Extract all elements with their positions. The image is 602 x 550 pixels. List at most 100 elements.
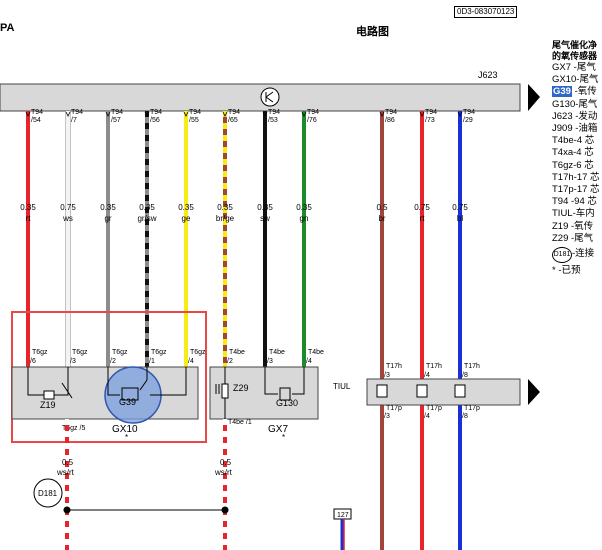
legend-title-2: 的氧传感器 [552,51,598,61]
t17h-1-name: T17h [386,363,402,370]
wire-8-gauge: 0.35 [296,203,312,212]
wire-1-pin-number: /54 [31,117,41,124]
legend-code: TIUL [552,208,573,220]
legend-text: -尾气 [576,74,599,86]
legend-text: -连接 [572,248,595,260]
t17p-1-pin: /3 [384,413,390,420]
legend-item: T4be-4 芯 [552,135,602,147]
wire-2-pin-number: /7 [71,117,77,124]
legend-code: * [552,265,556,277]
bottom-wire-2-color: ws/rt [214,468,233,477]
tiul-continue-arrow-icon [528,379,540,405]
legend-text: -车内 [572,208,595,220]
t4be-1-pin: /2 [227,358,233,365]
legend-code: G130 [552,98,576,110]
g39-label: G39 [119,397,136,407]
bottom-wire-1-gauge: 0.5 [62,458,74,467]
gx7-label: GX7 [268,424,288,435]
legend-text: -17 芯 [573,184,600,196]
wire-8-color-code: gn [300,214,309,223]
legend-item: T4xa-4 芯 [552,147,602,159]
wire-11-gauge: 0.75 [452,203,468,212]
wire-7-pin-number: /53 [268,117,278,124]
wire-10-pin-name: T94 [425,109,437,116]
gx10-internal-wiring [27,367,187,401]
wire-group: T94/540.35rtT94/70.75wsT94/570.35grT94/5… [20,109,475,550]
ground-symbol-icon [260,87,280,107]
t6gz-2-name: T6gz [72,349,88,356]
legend-code: T17h [552,171,574,183]
legend-item: GX7 -尾气 [552,62,602,74]
legend-text: -发动 [572,110,598,122]
legend-text: -尾气 [568,232,594,244]
t17h-2-pin: /4 [424,372,430,379]
tiul-housing [366,378,521,406]
t6gz-4-name: T6gz [151,349,167,356]
ecu-label: J623 [478,70,498,80]
t6gz-1-name: T6gz [32,349,48,356]
legend-text: -氧传 [571,86,597,98]
wire-8-pin-number: /76 [307,117,317,124]
bottom-wire-2-gauge: 0.5 [220,458,232,467]
legend-item: G39 -氧传 [552,86,602,98]
t17h-2-name: T17h [426,363,442,370]
gx7-mark: * [282,433,285,442]
t4be-2-pin: /3 [267,358,273,365]
legend-item: D181-连接 [552,245,602,265]
diagram-code: 0D3-083070123 [454,6,518,18]
wire-4-gauge: 0.35 [139,203,155,212]
legend-item: T17p-17 芯 [552,184,602,196]
legend-code: Z29 [552,232,569,244]
t6gz-5-pin: /4 [188,358,194,365]
legend-item: J909 -油箱 [552,123,602,135]
wire-9-color-code: br [378,214,385,223]
legend-code: Z19 [552,220,569,232]
legend-item: J623 -发动 [552,111,602,123]
z19-label: Z19 [40,400,56,410]
wire-10-pin-number: /73 [425,117,435,124]
g130-label: G130 [276,398,298,408]
t17h-3-name: T17h [464,363,480,370]
legend-item: G130-尾气 [552,99,602,111]
legend-code: J909 [552,123,573,135]
wire-6-pin-number: /65 [228,117,238,124]
legend-title-1: 尾气催化净 [552,40,598,50]
t4be-bottom-label: T4be /1 [228,419,252,426]
wire-2-pin-name: T94 [71,109,83,116]
wire-9-gauge: 0.5 [376,203,388,212]
bottom-wire-1-color: ws/rt [56,468,75,477]
legend-item: * -已预 [552,265,602,277]
t4be-2-name: T4be [269,349,285,356]
legend-item: Z29 -尾气 [552,233,602,245]
t6gz-3-name: T6gz [112,349,128,356]
legend-code: T6gz [552,159,574,171]
gx10-label: GX10 [112,424,138,435]
wire-7-color-code: sw [260,214,270,223]
gx10-mark: * [125,433,128,442]
wire-11-pin-name: T94 [463,109,475,116]
t6gz-4-pin: /1 [149,358,155,365]
connector-labels: T6gz/6T6gz/3T6gz/2T6gz/1T6gz/4T4be/2T4be… [30,349,480,420]
legend-code: T4be [552,135,574,147]
wire-3-gauge: 0.35 [100,203,116,212]
legend-code: GX7 [552,62,572,73]
wire-1-pin-name: T94 [31,109,43,116]
t6gz-1-pin: /6 [30,358,36,365]
t17p-1-name: T17p [386,405,402,412]
wire-10-gauge: 0.75 [414,203,430,212]
legend-text: -尾气 [575,98,598,110]
legend-code: GX10 [552,74,577,86]
wire-9: T94/860.5br [376,109,397,550]
t6gz-2-pin: /3 [70,358,76,365]
legend-code: T17p [552,184,574,196]
diagram-title: 电路图 [356,26,389,38]
